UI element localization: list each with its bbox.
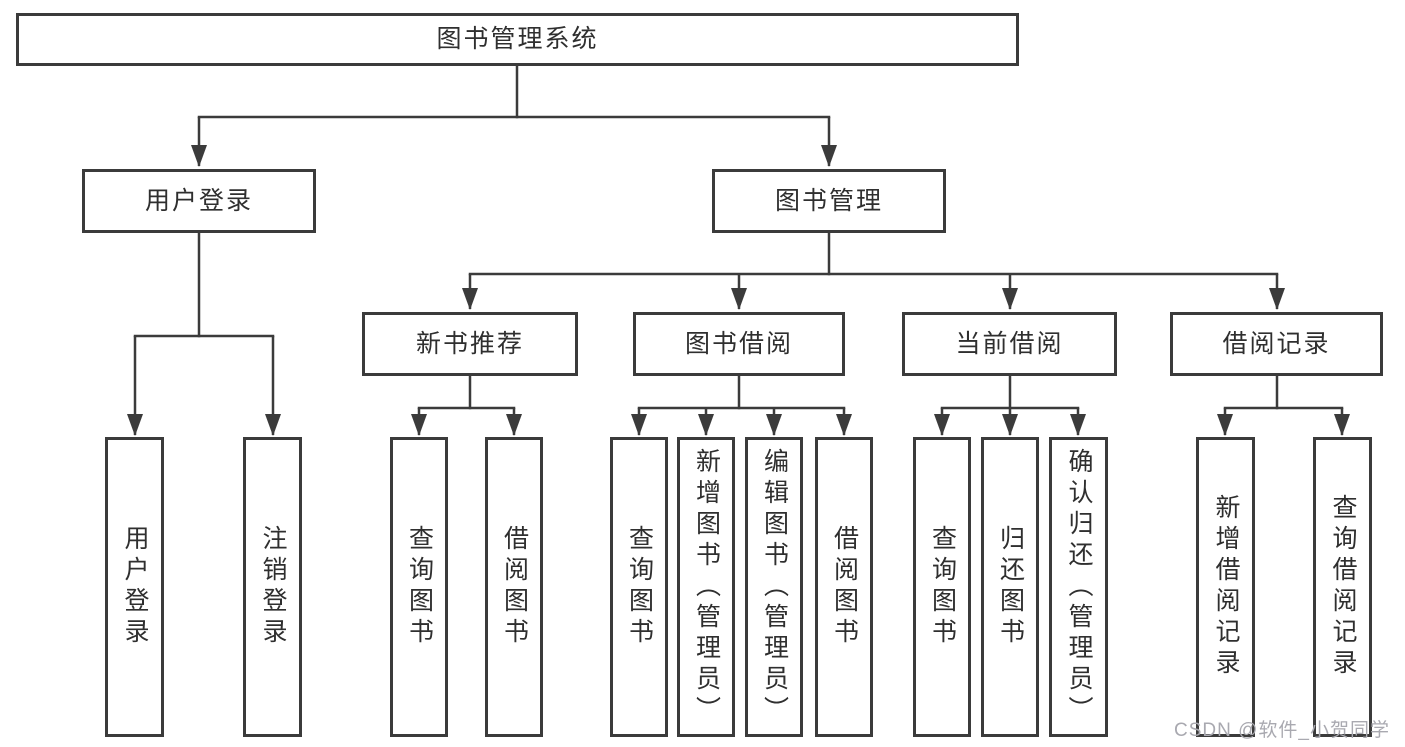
node-label: 查询借阅记录 bbox=[1329, 494, 1357, 680]
node-label: 新书推荐 bbox=[415, 329, 524, 358]
node-new-book-recommend: 新书推荐 bbox=[362, 312, 578, 376]
node-label: 查询图书 bbox=[405, 525, 434, 649]
node-label: 注销登录 bbox=[259, 525, 287, 649]
node-book-borrowing: 图书借阅 bbox=[633, 312, 845, 376]
node-current-borrowing: 当前借阅 bbox=[902, 312, 1117, 376]
csdn-watermark: CSDN @软件_小贺同学 bbox=[1174, 720, 1390, 741]
node-label: 借阅记录 bbox=[1222, 329, 1331, 358]
leaf-add-books-admin: 新增图书（管理员） bbox=[677, 437, 735, 737]
leaf-return-books: 归还图书 bbox=[981, 437, 1039, 737]
node-label: 查询图书 bbox=[928, 525, 957, 649]
node-label: 新增图书（管理员） bbox=[692, 447, 721, 727]
node-label: 编辑图书（管理员） bbox=[760, 447, 789, 727]
leaf-user-login: 用户登录 bbox=[105, 437, 164, 737]
node-label: 图书管理系统 bbox=[436, 25, 599, 53]
leaf-edit-books-admin: 编辑图书（管理员） bbox=[745, 437, 803, 737]
node-label: 用户登录 bbox=[144, 186, 253, 215]
node-label: 借阅图书 bbox=[830, 525, 859, 649]
node-label: 新增借阅记录 bbox=[1212, 494, 1240, 680]
node-label: 归还图书 bbox=[996, 525, 1025, 649]
node-root-system: 图书管理系统 bbox=[16, 13, 1019, 66]
leaf-query-books-3: 查询图书 bbox=[913, 437, 971, 737]
node-label: 用户登录 bbox=[121, 525, 149, 649]
leaf-borrow-books-2: 借阅图书 bbox=[815, 437, 873, 737]
node-label: 查询图书 bbox=[625, 525, 654, 649]
leaf-confirm-return-admin: 确认归还（管理员） bbox=[1049, 437, 1108, 737]
node-label: 当前借阅 bbox=[955, 329, 1064, 358]
leaf-query-books-2: 查询图书 bbox=[610, 437, 668, 737]
leaf-query-borrow-record: 查询借阅记录 bbox=[1313, 437, 1372, 737]
node-label: 确认归还（管理员） bbox=[1065, 447, 1093, 727]
node-book-management: 图书管理 bbox=[712, 169, 946, 233]
leaf-query-books-1: 查询图书 bbox=[390, 437, 448, 737]
leaf-add-borrow-record: 新增借阅记录 bbox=[1196, 437, 1255, 737]
leaf-borrow-books-1: 借阅图书 bbox=[485, 437, 543, 737]
node-label: 图书借阅 bbox=[684, 329, 793, 358]
node-label: 借阅图书 bbox=[500, 525, 529, 649]
node-label: 图书管理 bbox=[774, 186, 883, 215]
node-user-login: 用户登录 bbox=[82, 169, 316, 233]
leaf-logout: 注销登录 bbox=[243, 437, 302, 737]
node-borrowing-records: 借阅记录 bbox=[1170, 312, 1383, 376]
